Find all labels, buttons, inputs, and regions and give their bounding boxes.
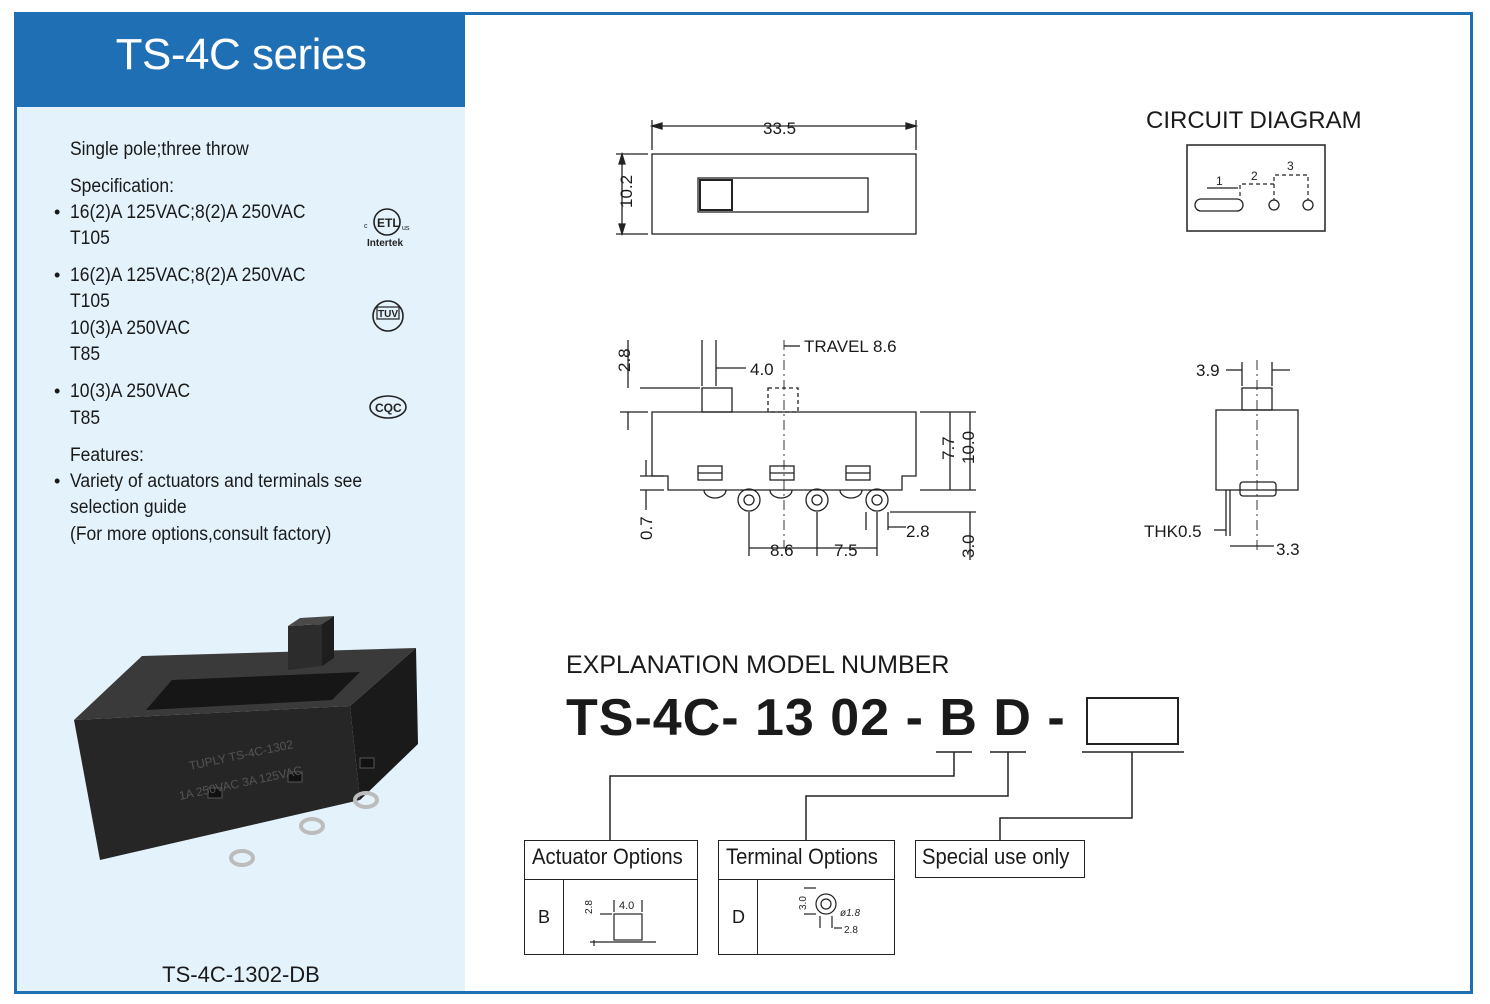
svg-text:3.3: 3.3 (1276, 540, 1300, 559)
left-panel (17, 15, 465, 991)
svg-text:c: c (364, 223, 368, 230)
svg-text:3.0: 3.0 (798, 896, 809, 910)
bullet-4: • (54, 471, 61, 491)
spec-1-line1: 16(2)A 125VAC;8(2)A 250VAC (70, 202, 306, 223)
feature-line1: Variety of actuators and terminals see (70, 471, 363, 492)
product-caption: TS-4C-1302-DB (162, 962, 320, 987)
model-connectors (609, 751, 1184, 840)
svg-text:TUV: TUV (378, 309, 398, 320)
terminal-options-box (718, 840, 895, 955)
svg-text:8.6: 8.6 (770, 541, 794, 560)
svg-text:1: 1 (1216, 174, 1223, 188)
intertek-etl-logo: ETL c us Intertek (364, 208, 410, 249)
svg-text:ETL: ETL (377, 216, 400, 230)
svg-text:2.8: 2.8 (844, 925, 858, 936)
model-code: TS-4C- 13 02 - B D - (566, 689, 1066, 747)
svg-text:2.8: 2.8 (584, 900, 595, 914)
svg-text:3.0: 3.0 (959, 534, 978, 558)
svg-text:ø1.8: ø1.8 (840, 908, 860, 919)
actuator-options-title: Actuator Options (532, 844, 683, 869)
top-view (616, 120, 919, 237)
bullet-2: • (54, 265, 61, 285)
features-label: Features: (70, 445, 144, 466)
feature-line2: selection guide (70, 497, 187, 518)
custom-code-box (1086, 697, 1179, 745)
pole-config: Single pole;three throw (70, 139, 249, 160)
svg-text:10.2: 10.2 (617, 175, 636, 208)
svg-text:4.0: 4.0 (750, 360, 774, 379)
terminal-d-sketch: 3.0 ø1.8 2.8 (798, 887, 860, 936)
title-bar (17, 15, 465, 107)
spec-1-line2: T105 (70, 228, 110, 249)
svg-text:TRAVEL 8.6: TRAVEL 8.6 (804, 337, 897, 356)
spec-3-line2: T85 (70, 408, 101, 429)
circuit-diagram-title: CIRCUIT DIAGRAM (1146, 107, 1362, 134)
actuator-options-box (524, 840, 698, 955)
actuator-b-sketch: 2.8 4.0 (584, 900, 656, 946)
svg-text:CQC: CQC (375, 401, 402, 415)
cqc-logo: CQC (369, 395, 407, 419)
svg-text:7.7: 7.7 (939, 436, 958, 460)
spec-2-line4: T85 (70, 344, 101, 365)
svg-text:10.0: 10.0 (959, 431, 978, 464)
spec-2-line2: T105 (70, 291, 110, 312)
circuit-diagram: 1 2 3 (1186, 144, 1326, 232)
bullet-3: • (54, 381, 61, 401)
terminal-code: D (732, 907, 745, 927)
series-title: TS-4C series (115, 30, 367, 79)
svg-text:33.5: 33.5 (763, 119, 796, 138)
model-heading: EXPLANATION MODEL NUMBER (566, 651, 950, 679)
special-use-title: Special use only (922, 844, 1070, 869)
svg-text:3.9: 3.9 (1196, 361, 1220, 380)
side-view (620, 340, 976, 560)
svg-text:THK0.5: THK0.5 (1144, 522, 1202, 541)
special-use-box (915, 840, 1085, 878)
end-view (1214, 360, 1299, 550)
feature-line3: (For more options,consult factory) (70, 524, 332, 545)
svg-text:7.5: 7.5 (834, 541, 858, 560)
bullet-1: • (54, 202, 61, 222)
actuator-code: B (538, 907, 551, 927)
spec-3-line1: 10(3)A 250VAC (70, 381, 191, 402)
tuv-logo: TUV (372, 300, 404, 332)
spec-2-line1: 16(2)A 125VAC;8(2)A 250VAC (70, 265, 306, 286)
spec-label: Specification: (70, 176, 174, 197)
spec-2-line3: 10(3)A 250VAC (70, 318, 191, 339)
svg-text:3: 3 (1287, 159, 1294, 173)
svg-text:2: 2 (1251, 169, 1258, 183)
svg-text:4.0: 4.0 (619, 900, 634, 912)
page-frame (14, 12, 1473, 994)
product-photo: TUPLY TS-4C-1302 1A 250VAC 3A 125VAC (74, 616, 418, 867)
svg-text:2.8: 2.8 (906, 522, 930, 541)
svg-text:2.8: 2.8 (615, 348, 634, 372)
svg-text:us: us (402, 225, 410, 232)
terminal-options-title: Terminal Options (726, 844, 878, 869)
svg-text:Intertek: Intertek (367, 238, 404, 249)
svg-text:0.7: 0.7 (637, 516, 656, 540)
